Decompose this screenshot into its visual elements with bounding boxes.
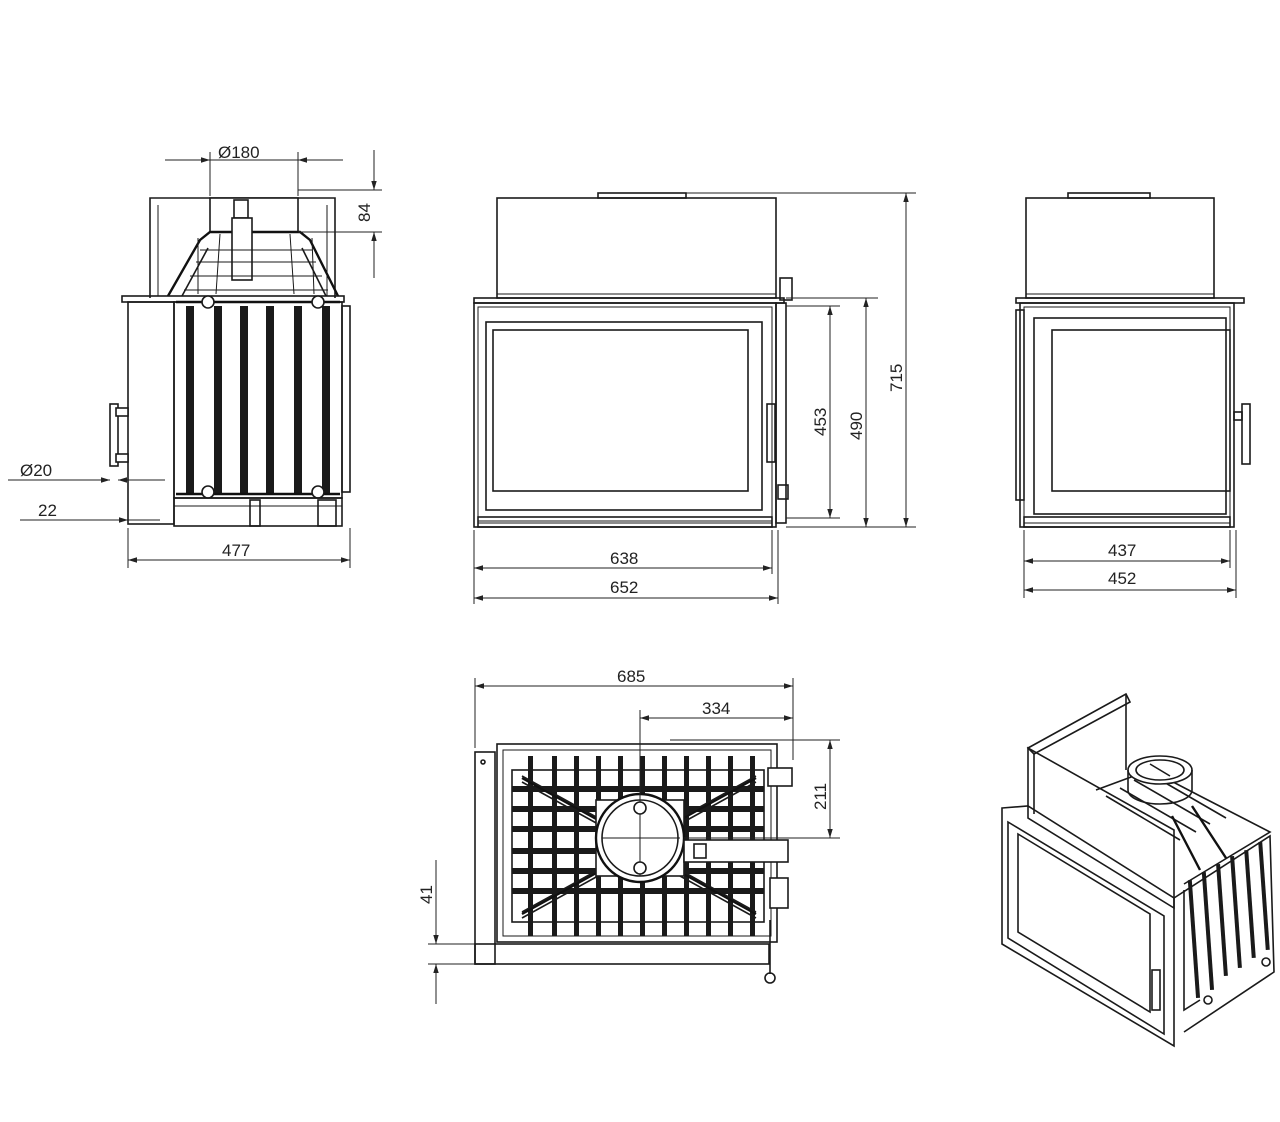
dim-top-front-offset: 41 [417, 885, 436, 904]
dim-front-outer-width: 652 [610, 578, 638, 597]
side-view [109, 197, 351, 527]
dim-glass-height: 453 [811, 408, 830, 436]
dim-side2-inner-width: 437 [1108, 541, 1136, 560]
dim-top-total-width: 685 [617, 667, 645, 686]
right-side-view [1015, 192, 1251, 528]
dim-side-width: 477 [222, 541, 250, 560]
dim-top-height: 84 [355, 203, 374, 222]
dim-flue-depth: 211 [811, 783, 830, 810]
dim-flue-offset: 334 [702, 699, 730, 718]
isometric-view [1001, 692, 1275, 1048]
dim-door-height: 490 [847, 412, 866, 440]
dim-handle-diameter: Ø20 [20, 461, 52, 480]
top-view [474, 743, 793, 984]
side-view-dimensions: Ø180 84 Ø20 22 477 [8, 143, 382, 568]
front-view-dimensions: 715 490 453 638 652 [473, 192, 916, 604]
dim-side2-outer-width: 452 [1108, 569, 1136, 588]
dim-base-offset: 22 [38, 501, 57, 520]
top-view-dimensions: 685 334 211 41 [417, 667, 840, 1004]
dim-front-inner-width: 638 [610, 549, 638, 568]
dim-total-height: 715 [887, 364, 906, 392]
right-side-view-dimensions: 437 452 [1023, 530, 1237, 598]
dim-flue-diameter: Ø180 [218, 143, 260, 162]
front-view [473, 192, 793, 528]
